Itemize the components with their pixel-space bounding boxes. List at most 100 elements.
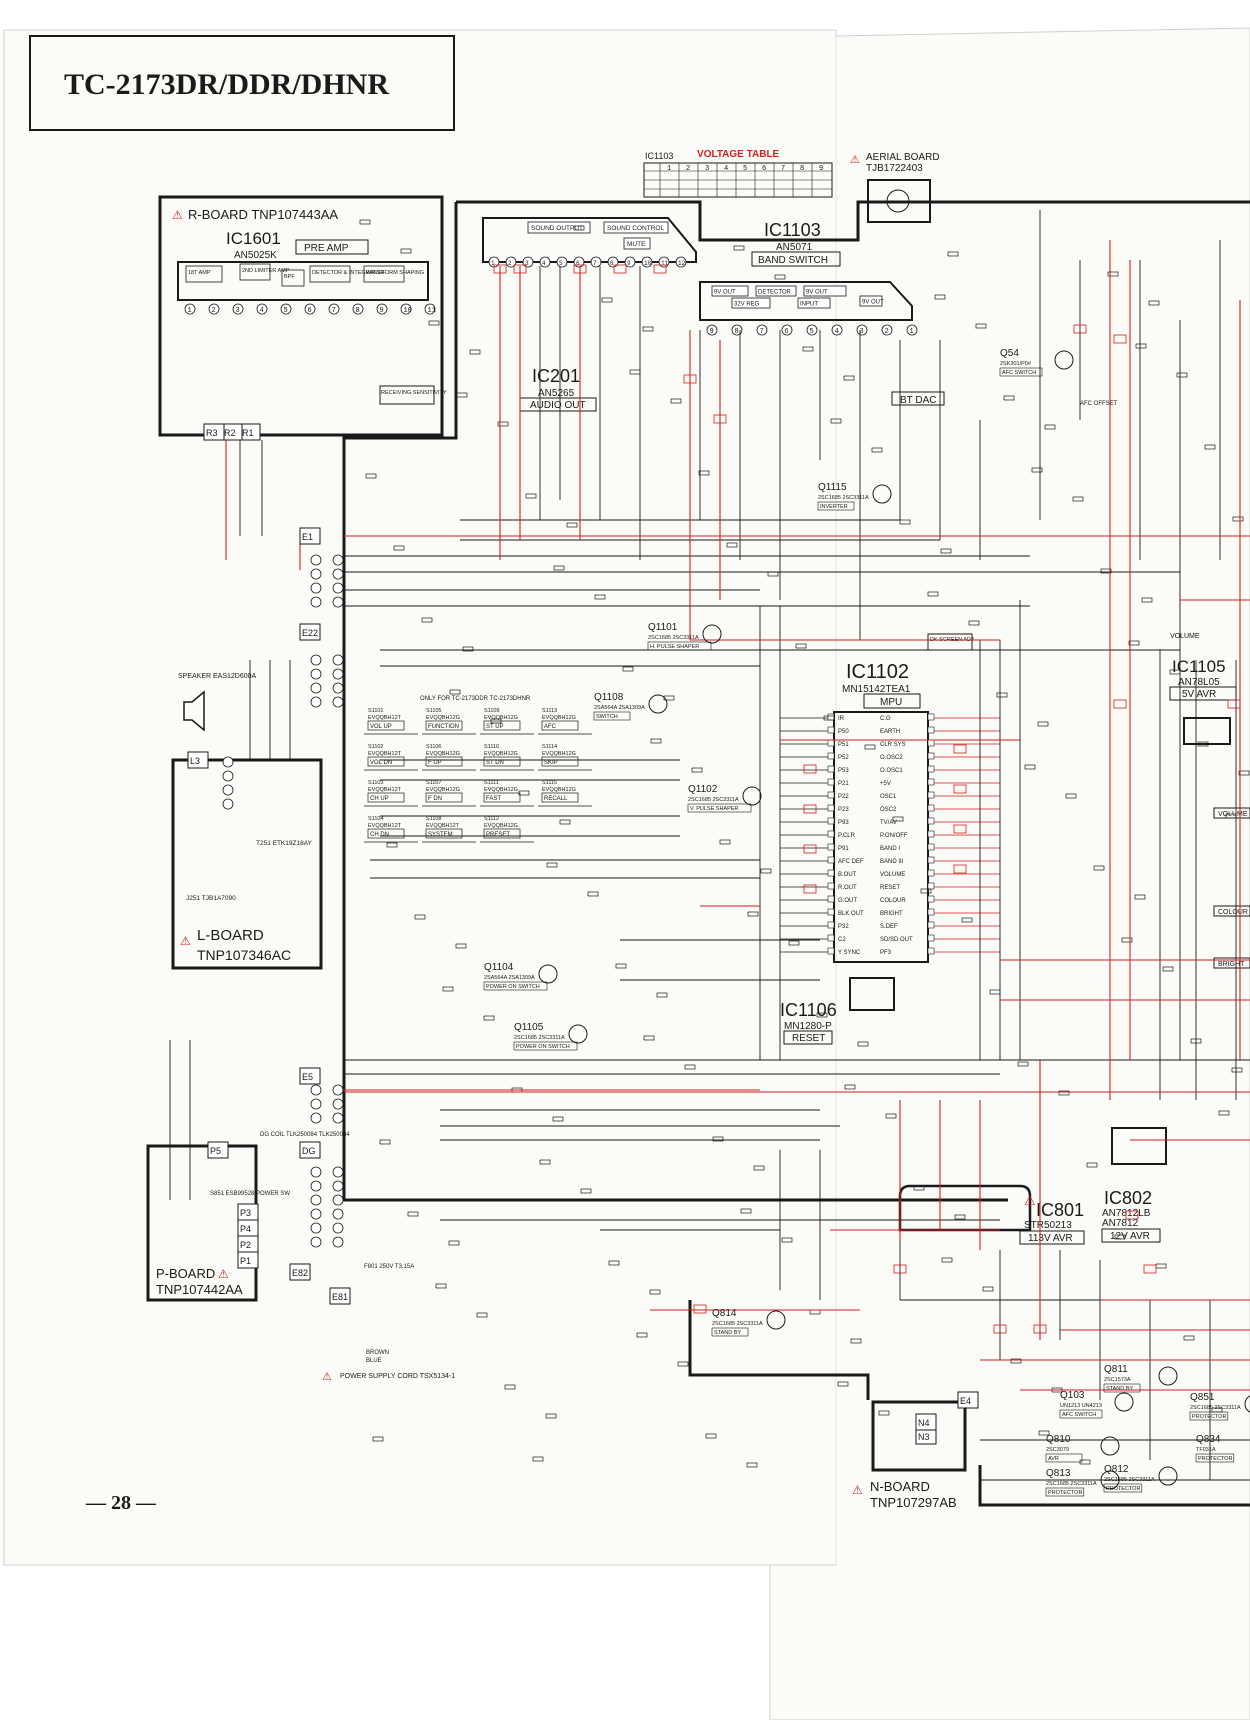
key-switch-ref: S1102 xyxy=(368,744,384,750)
connector-label: E81 xyxy=(332,1292,348,1302)
only-for-label: ONLY FOR TC-2173DDR TC-2173DHNR xyxy=(420,696,531,702)
key-switch-func: VOL UP xyxy=(370,724,392,730)
key-switch-part: EVQQBH12T xyxy=(368,787,402,793)
voltage-table-col: 9 xyxy=(819,165,823,173)
ic201-pin: 3 xyxy=(525,260,529,267)
key-switch-func: FAST xyxy=(486,796,501,802)
ic1601-block: WAVEFORM SHAPING xyxy=(366,270,424,276)
mpu-pin-label: CLR SYS xyxy=(880,742,906,748)
mpu-pin-label: TV/AV xyxy=(880,820,897,826)
key-switch-ref: S1105 xyxy=(426,708,442,714)
ic201-pin: 12 xyxy=(678,260,686,267)
transistor-ref: Q851 xyxy=(1190,1392,1215,1403)
ic1601-part: AN5025K xyxy=(234,250,277,261)
p-board: ⚠ P-BOARD TNP107442AA S851 ESB99528 POWE… xyxy=(146,1144,290,1302)
svg-text:⚠: ⚠ xyxy=(180,934,191,948)
transistor-func: PROTECTOR xyxy=(1192,1414,1226,1420)
mpu-pin-label: O.OSC2 xyxy=(880,755,903,761)
key-switch-func: FUNCTION xyxy=(428,724,459,730)
svg-text:⚠: ⚠ xyxy=(172,208,183,222)
transistor-ref: Q834 xyxy=(1196,1434,1221,1445)
transistor-func: INVERTER xyxy=(820,504,848,510)
ic1601-block: DETECTOR & INTEGRATOR xyxy=(312,270,384,276)
ic1601-pin: 11 xyxy=(428,307,436,315)
ic1601-pin: 2 xyxy=(212,307,216,315)
transistor-ref: Q811 xyxy=(1104,1364,1128,1375)
key-switch-func: SKIP xyxy=(544,760,558,766)
ic1601-pin: 3 xyxy=(236,307,240,315)
key-switch-ref: S1108 xyxy=(426,816,442,822)
transistor-part: 2SC1685 2SC3311A xyxy=(648,635,699,641)
key-switch-func: CH UP xyxy=(370,796,389,802)
transistor-part: 2SC1685 2SC3311A xyxy=(818,495,869,501)
transistor-ref: Q813 xyxy=(1046,1468,1071,1479)
mpu-pin-label: C.G xyxy=(880,716,891,722)
ic1103-block: 9V OUT xyxy=(862,300,884,306)
ic1103-block: 9V OUT xyxy=(806,290,828,296)
ic1601-pin: 5 xyxy=(284,307,288,315)
mpu-pin-label: R.OUT xyxy=(838,885,857,891)
mpu-pin-label: O.OSC1 xyxy=(880,768,903,774)
transistor-func: PROTECTOR xyxy=(1048,1490,1082,1496)
ic1103-pin: 6 xyxy=(785,328,789,336)
mpu-pin-label: COLOUR xyxy=(880,898,906,904)
ic1102-part: MN15142TEA1 xyxy=(842,684,911,695)
connector-label: P5 xyxy=(210,1146,221,1156)
transistor-func: POWER ON SWITCH xyxy=(516,1044,570,1050)
ic1103-part: AN5071 xyxy=(776,242,813,253)
ic1601-pin: 4 xyxy=(260,307,264,315)
key-switch-ref: S1112 xyxy=(484,816,499,822)
wiring xyxy=(169,210,1250,1481)
r-board-label: R-BOARD TNP107443AA xyxy=(188,207,338,222)
transistor-part: 2SA564A 2SA1309A xyxy=(594,705,645,711)
aerial-board-label: AERIAL BOARD xyxy=(866,152,940,163)
connector-label: R3 xyxy=(206,428,218,438)
ic1105-func: 5V AVR xyxy=(1182,689,1216,700)
ic1103-block: DETECTOR xyxy=(758,290,792,296)
key-switch-ref: S1110 xyxy=(484,744,499,750)
ic801-func: 113V AVR xyxy=(1028,1233,1073,1244)
fuse-label: F801 250V T3.15A xyxy=(364,1264,414,1270)
ic1103-pin: 7 xyxy=(760,328,764,336)
mpu-pin-label: +5V xyxy=(880,781,891,787)
mpu-pin-label: P.CLR xyxy=(838,833,856,839)
key-switch-part: EVQQBH12T xyxy=(368,751,402,757)
mpu-pin-label: P32 xyxy=(838,924,849,930)
transistor-ref: Q812 xyxy=(1104,1464,1129,1475)
transistor-func: STAND BY xyxy=(714,1330,741,1336)
l-board: ⚠ L-BOARD TNP107346AC SPEAKER EAS12D600A… xyxy=(171,673,323,970)
ic201-pin: 6 xyxy=(576,260,580,267)
aerial-board-part: TJB1722403 xyxy=(866,163,923,174)
mpu-pin-label: P93 xyxy=(838,820,849,826)
connector-label: N4 xyxy=(918,1418,930,1428)
key-switch-part: EVQQBH12G xyxy=(484,787,518,793)
mpu-pin-label: P53 xyxy=(838,768,849,774)
ic1106-part: MN1280-P xyxy=(784,1021,832,1032)
n-board-part: TNP107297AB xyxy=(870,1495,957,1510)
bright-label: BRIGHT xyxy=(1218,961,1245,968)
ic801-part: STR50213 xyxy=(1024,1220,1072,1231)
ic1105: IC1105 AN78L05 5V AVR xyxy=(1169,657,1237,745)
speaker-label: SPEAKER EAS12D600A xyxy=(178,673,257,680)
ic802-name: IC802 xyxy=(1104,1188,1152,1208)
key-switch-ref: S1109 xyxy=(484,708,500,714)
ic201-pin: 10 xyxy=(644,260,652,267)
page-number: — 28 — xyxy=(85,1492,157,1514)
key-switch-part: EVQQBH12G xyxy=(542,787,576,793)
key-switch-func: RECALL xyxy=(544,796,568,802)
mpu-pin-label: BRIGHT xyxy=(880,911,903,917)
transistor-ref: Q54 xyxy=(1000,348,1019,359)
connector-label: P3 xyxy=(240,1208,251,1218)
voltage-table-col: 6 xyxy=(762,165,766,173)
mpu-pin-label: IR xyxy=(838,716,845,722)
ic1103-pin: 1 xyxy=(910,328,914,336)
svg-text:⚠: ⚠ xyxy=(322,1371,332,1383)
key-switch-ref: S1106 xyxy=(426,744,442,750)
key-switch-ref: S1107 xyxy=(426,780,442,786)
ic802-func: 12V AVR xyxy=(1110,1231,1150,1242)
transistor-ref: Q1108 xyxy=(594,692,624,703)
